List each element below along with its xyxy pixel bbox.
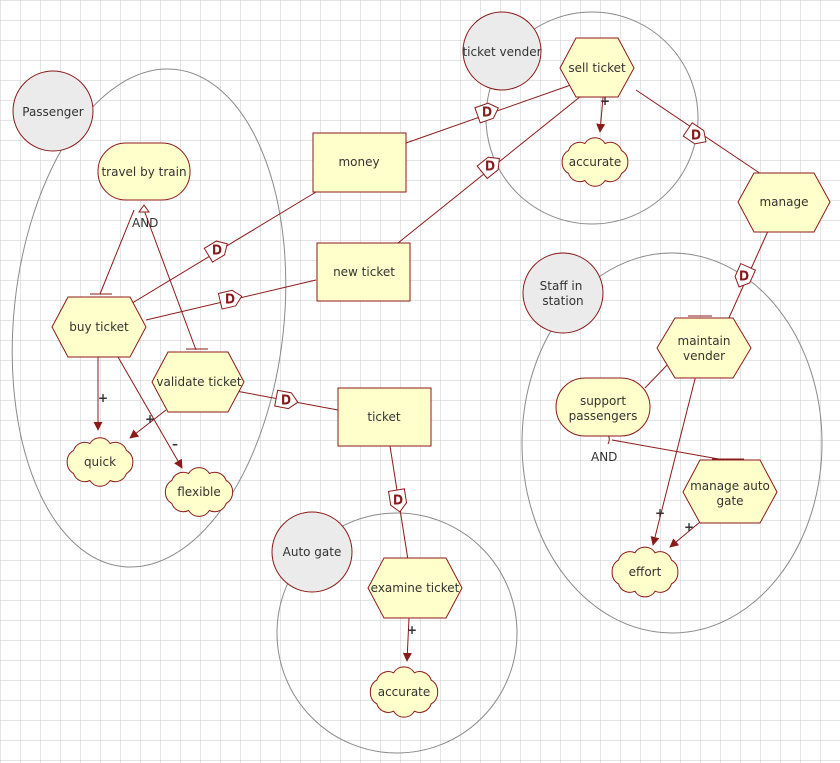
softgoal-quick-label: quick [84,455,116,469]
dependency-label: D [212,243,221,257]
goal-travel-by-train-label: travel by train [101,165,186,179]
dependency-marker-sell-ticket-manage[interactable]: D [682,122,710,149]
resource-ticket-label: ticket [367,410,401,424]
actor-passenger[interactable] [12,70,94,152]
softgoal-accurate-gate-label: accurate [378,685,431,699]
task-maintain-vender-line1: maintain [678,334,731,348]
dependency-marker-sell-ticket-new-ticket[interactable]: D [476,152,504,180]
dependency-marker-sell-ticket-money[interactable]: D [474,100,501,124]
softgoal-effort[interactable] [611,546,679,598]
goal-support-passengers-line2: passengers [569,409,638,423]
plus-label-validate-quick: + [145,412,155,426]
task-manage-auto-gate-line1: manage auto [690,479,770,493]
contribution-buy-ticket-flexible [117,356,183,469]
dependency-marker-shape [203,240,228,263]
dependency-marker-money-buy-ticket[interactable]: D [203,237,231,263]
contribution-manage-auto-gate-effort [669,521,701,548]
softgoal-flexible[interactable] [164,467,234,517]
and-label-staff: AND [591,450,617,464]
task-maintain-vender[interactable] [656,317,752,379]
task-validate-ticket[interactable] [151,351,245,413]
dependency-marker-new-ticket-buy-ticket[interactable]: D [217,288,243,310]
plus-label-maintain-effort: + [655,506,665,520]
actor-staff-label-line1: Staff in [540,279,583,293]
plus-label-sell-accurate: + [600,94,610,108]
resource-money-label: money [338,155,379,169]
task-sell-ticket[interactable] [559,37,635,98]
dependency-marker-shape [274,389,299,410]
task-buy-ticket-label: buy ticket [69,320,129,334]
softgoal-accurate-gate[interactable] [369,666,439,718]
dependency-label: D [485,159,494,173]
dependency-marker-shape [387,488,408,513]
plus-label-gate-effort: + [684,520,694,534]
dependency-label: D [393,493,402,507]
dependency-marker-shape [476,156,500,180]
plus-label-examine-accurate: + [407,623,417,637]
actor-staff-label-line2: station [542,294,583,308]
task-examine-ticket[interactable] [367,557,463,619]
staff-boundary [521,252,823,634]
dependency-label: D [739,269,748,283]
dependency-marker-shape [734,262,757,288]
task-manage-auto-gate-line2: gate [716,494,743,508]
task-buy-ticket[interactable] [51,296,147,358]
softgoal-accurate-vender[interactable] [561,137,629,187]
task-examine-ticket-label: examine ticket [371,581,460,595]
dependency-label: D [691,128,700,142]
dependency-marker-manage-maintain-vender[interactable]: D [732,262,757,291]
task-manage[interactable] [737,172,831,233]
actor-ticket-vender[interactable] [462,11,542,91]
goal-support-passengers-line1: support [580,394,626,408]
and-link-buy-ticket [99,209,135,295]
dependency-label: D [281,393,290,407]
minus-label-buy-flexible: – [172,437,178,451]
dependency-marker-shape [682,122,707,145]
task-sell-ticket-label: sell ticket [568,61,626,75]
resource-ticket[interactable] [337,387,432,447]
actor-ticket-vender-label: ticket vender [462,45,541,59]
task-maintain-vender-line2: vender [683,349,725,363]
and-link-manage-auto-gate [611,439,731,462]
actor-auto-gate[interactable] [271,511,353,593]
dependency-label: D [482,105,491,119]
contribution-examine-ticket-accurate [402,617,412,662]
resource-new-ticket[interactable] [316,242,411,302]
resource-new-ticket-label: new ticket [333,265,395,279]
contribution-sell-ticket-accurate [596,96,606,133]
and-label-passenger: AND [132,216,158,230]
dependency-marker-examine-ticket-ticket[interactable]: D [387,488,408,513]
goal-support-passengers[interactable] [555,377,651,437]
contribution-validate-ticket-quick [129,409,167,439]
softgoal-accurate-vender-label: accurate [569,155,622,169]
softgoal-quick[interactable] [66,437,134,487]
task-validate-ticket-label: validate ticket [156,375,242,389]
task-manage-auto-gate[interactable] [682,459,778,524]
contribution-maintain-vender-effort [650,374,697,546]
dependency-label: D [225,292,234,306]
actor-staff-in-station[interactable] [522,252,604,334]
and-link-maintain-vender [644,361,671,389]
auto-gate-boundary [276,512,518,754]
dependency-marker-ticket-validate-ticket[interactable]: D [274,389,300,410]
passenger-boundary [11,68,287,568]
actor-auto-gate-label: Auto gate [283,545,342,559]
and-arrowhead [138,204,150,213]
actor-passenger-label: Passenger [22,105,84,119]
dependency-marker-shape [217,289,243,310]
resource-money[interactable] [312,132,407,193]
softgoal-effort-label: effort [629,565,662,579]
goal-travel-by-train[interactable] [97,142,191,201]
task-manage-label: manage [759,195,808,209]
softgoal-flexible-label: flexible [177,485,221,499]
dependency-marker-shape [474,102,499,124]
plus-label-buy-quick: + [98,391,108,405]
